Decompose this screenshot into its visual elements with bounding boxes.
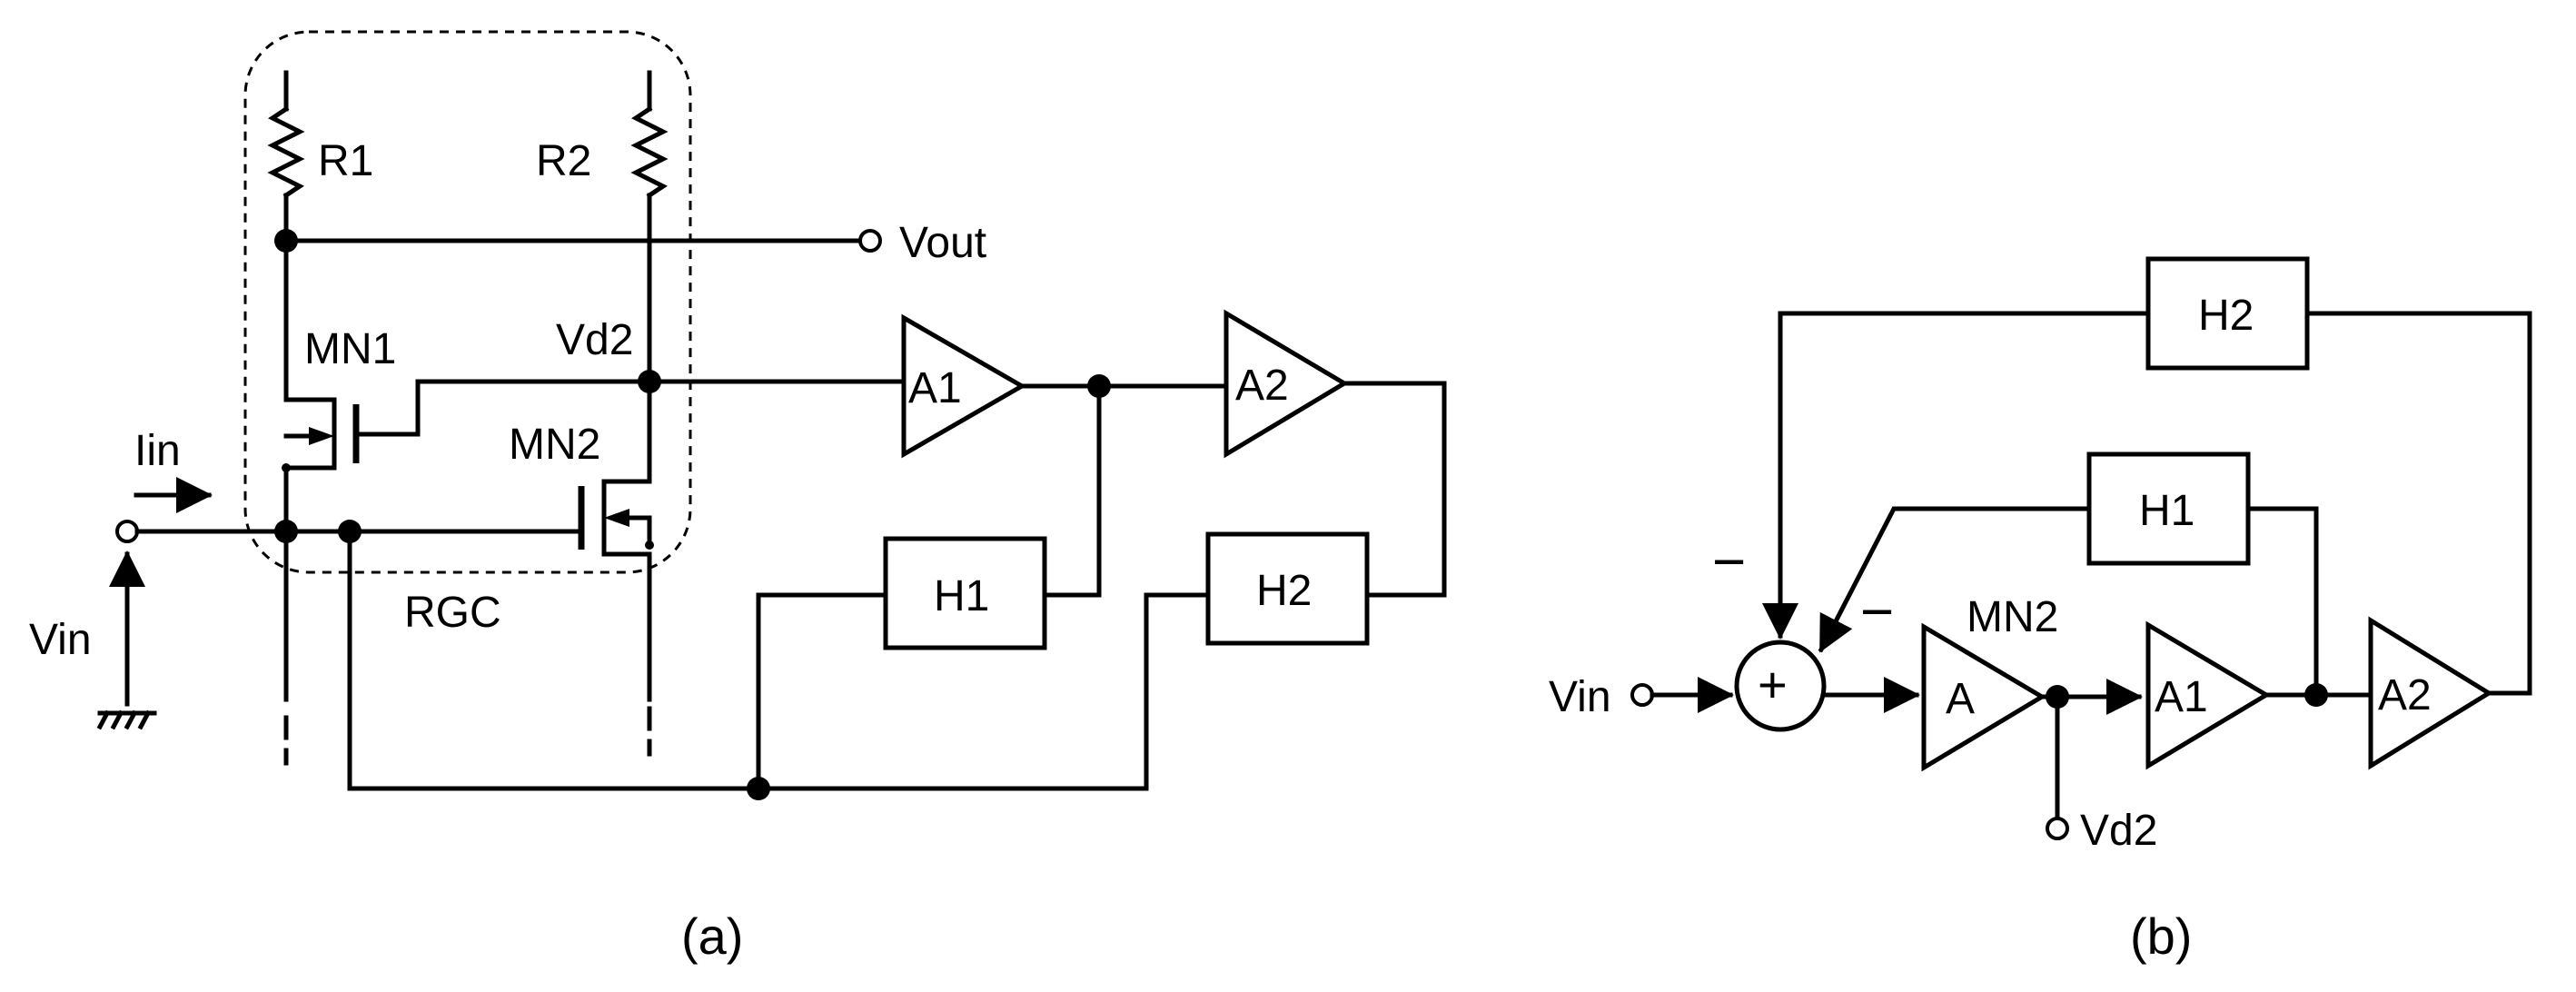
label-r2: R2 <box>536 137 591 185</box>
a2-output-wire <box>1342 381 1447 598</box>
label-vin-b: Vin <box>1549 673 1611 721</box>
block-label-h2: H2 <box>1256 567 1312 615</box>
vd2-b-terminal <box>2046 817 2069 840</box>
a1-amplifier <box>901 313 1027 459</box>
caption-a: (a) <box>681 908 743 965</box>
block-label-a2: A2 <box>1235 362 1289 410</box>
vout-terminal <box>858 229 882 253</box>
rgc-boundary <box>243 30 692 574</box>
h2-block <box>1205 531 1370 646</box>
panel-a: R1 R2 Vout MN1 Vd2 MN2 Iin Vin RGC A1 A2… <box>29 30 1447 965</box>
block-label-h1-b: H1 <box>2139 487 2195 535</box>
vin-b-terminal <box>1630 683 1654 707</box>
caption-b: (b) <box>2130 908 2192 965</box>
label-mn2: MN2 <box>509 421 600 469</box>
minus-sign-1: − <box>1712 529 1746 594</box>
a2-amplifier <box>1224 309 1349 459</box>
label-r1: R1 <box>318 137 373 185</box>
r1-resistor <box>267 105 305 199</box>
h1-output-wire <box>756 592 888 791</box>
ground-symbol <box>96 709 157 730</box>
a-amplifier <box>1921 622 2046 772</box>
summing-plus: + <box>1758 656 1788 713</box>
h2-b-block <box>2145 256 2310 371</box>
label-mn2-b: MN2 <box>1967 593 2058 641</box>
h1-b-input-wire <box>2245 506 2319 698</box>
summing-junction <box>1734 640 1827 732</box>
vout-node-dot <box>274 229 298 253</box>
vin-terminal <box>115 520 139 543</box>
label-rgc: RGC <box>404 589 501 637</box>
a1-b-amplifier <box>2145 620 2271 770</box>
block-label-h1: H1 <box>934 572 989 620</box>
label-vin: Vin <box>29 616 92 664</box>
mn2-arrow-line <box>624 515 652 548</box>
input-node-dot-1 <box>274 520 298 543</box>
h2-b-return-wire <box>1762 311 2151 640</box>
block-label-a1: A1 <box>908 364 962 412</box>
label-vd2-b: Vd2 <box>2080 807 2157 855</box>
block-label-a2-b: A2 <box>2378 671 2432 719</box>
mn2-source-wire <box>601 542 652 702</box>
h2-output-wire <box>1144 592 1211 791</box>
h1-block <box>883 536 1047 650</box>
mn1-gate-wire <box>353 379 907 437</box>
r2-resistor <box>630 105 669 199</box>
block-label-h2-b: H2 <box>2198 292 2254 340</box>
panel-b: + Vin Vd2 MN2 − − A A1 A2 H1 H2 (b) <box>1549 256 2532 965</box>
label-mn1: MN1 <box>304 325 396 373</box>
vd2-node-dot <box>638 370 661 393</box>
feedback-node <box>747 777 770 800</box>
mn1-drain-wire <box>283 397 337 412</box>
label-vd2: Vd2 <box>556 316 633 364</box>
feedback-bus <box>347 529 1149 791</box>
minus-sign-2: − <box>1860 579 1894 644</box>
h1-input-wire <box>1042 383 1102 598</box>
mn1-source-wire <box>283 456 337 534</box>
a2-b-amplifier <box>2368 616 2493 770</box>
label-iin: Iin <box>134 427 181 475</box>
block-label-a1-b: A1 <box>2155 673 2208 721</box>
a2-b-output-wire <box>2304 311 2532 696</box>
h1-b-return-wire <box>1818 506 2092 653</box>
label-vout: Vout <box>899 219 986 267</box>
block-label-a-b: A <box>1946 675 1975 723</box>
